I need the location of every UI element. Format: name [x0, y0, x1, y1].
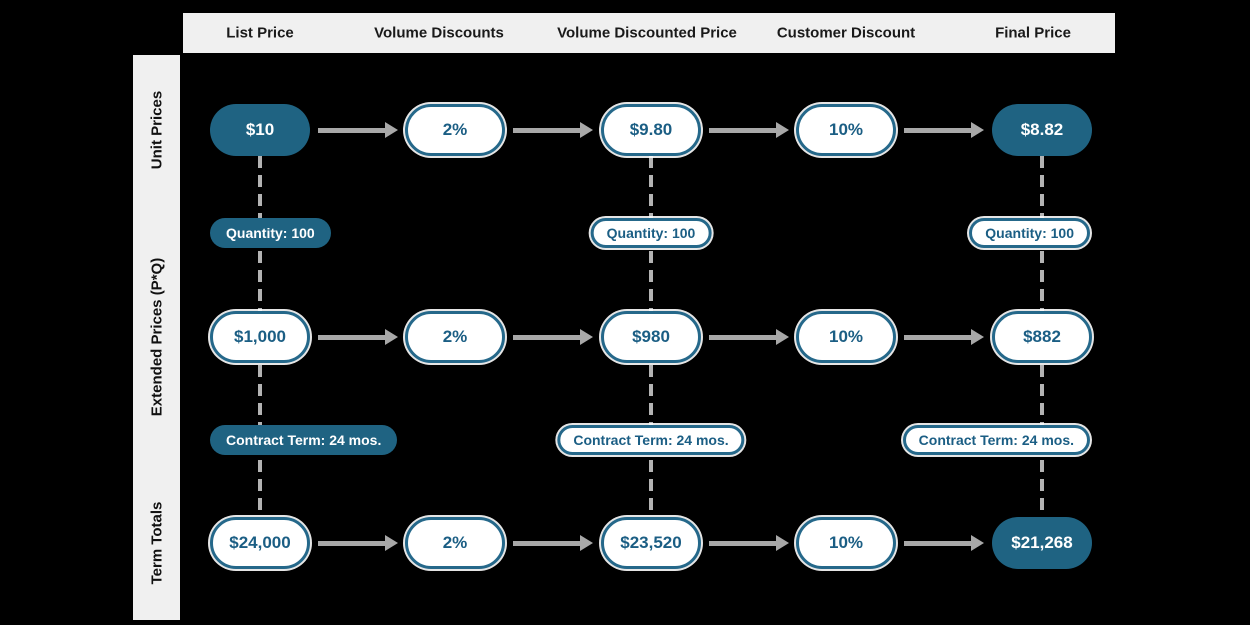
flow-arrow: [709, 121, 789, 139]
arrow-head-icon: [580, 535, 593, 551]
node-extended-volume-discounted-price: $980: [601, 311, 701, 363]
column-header-final-price: Final Price: [995, 24, 1071, 42]
node-term-customer-discount: 10%: [796, 517, 896, 569]
node-unit-volume-discounted-price: $9.80: [601, 104, 701, 156]
arrow-head-icon: [971, 329, 984, 345]
arrow-line: [513, 127, 580, 133]
arrow-line: [318, 334, 385, 340]
column-header-volume-discounts: Volume Discounts: [374, 24, 504, 42]
arrow-head-icon: [971, 535, 984, 551]
arrow-line: [904, 127, 971, 133]
arrow-line: [904, 540, 971, 546]
node-extended-customer-discount: 10%: [796, 311, 896, 363]
flow-arrow: [513, 121, 593, 139]
arrow-line: [513, 540, 580, 546]
node-extended-volume-discount: 2%: [405, 311, 505, 363]
column-header-volume-discounted-price: Volume Discounted Price: [557, 24, 737, 42]
node-unit-final-price: $8.82: [992, 104, 1092, 156]
node-unit-customer-discount: 10%: [796, 104, 896, 156]
node-unit-list-price: $10: [210, 104, 310, 156]
arrow-line: [709, 540, 776, 546]
arrow-head-icon: [971, 122, 984, 138]
node-term-list-price: $24,000: [210, 517, 310, 569]
arrow-line: [904, 334, 971, 340]
row-label-unit-prices: Unit Prices: [148, 90, 165, 170]
arrow-head-icon: [580, 329, 593, 345]
arrow-line: [709, 127, 776, 133]
flow-arrow: [513, 328, 593, 346]
arrow-head-icon: [776, 122, 789, 138]
node-term-volume-discount: 2%: [405, 517, 505, 569]
arrow-head-icon: [580, 122, 593, 138]
row-label-extended-prices: Extended Prices (P*Q): [148, 257, 165, 417]
arrow-line: [318, 540, 385, 546]
arrow-line: [513, 334, 580, 340]
badge-quantity-volume-discounted-price: Quantity: 100: [590, 218, 712, 248]
flow-arrow: [513, 534, 593, 552]
column-header-list-price: List Price: [226, 24, 294, 42]
flow-arrow: [318, 328, 398, 346]
arrow-line: [318, 127, 385, 133]
badge-quantity-final-price: Quantity: 100: [969, 218, 1090, 248]
arrow-head-icon: [385, 122, 398, 138]
flow-arrow: [904, 121, 984, 139]
node-term-final-price: $21,268: [992, 517, 1092, 569]
flow-arrow: [709, 328, 789, 346]
row-label-sidebar: Unit Prices Extended Prices (P*Q) Term T…: [133, 55, 180, 620]
node-extended-list-price: $1,000: [210, 311, 310, 363]
badge-contract-term-final-price: Contract Term: 24 mos.: [902, 425, 1090, 455]
flow-arrow: [318, 534, 398, 552]
arrow-head-icon: [776, 329, 789, 345]
arrow-line: [709, 334, 776, 340]
node-unit-volume-discount: 2%: [405, 104, 505, 156]
node-extended-final-price: $882: [992, 311, 1092, 363]
column-header-customer-discount: Customer Discount: [776, 24, 916, 42]
node-term-volume-discounted-price: $23,520: [601, 517, 701, 569]
flow-arrow: [904, 534, 984, 552]
flow-arrow: [709, 534, 789, 552]
row-label-term-totals: Term Totals: [148, 501, 165, 585]
badge-contract-term-list-price: Contract Term: 24 mos.: [210, 425, 398, 455]
arrow-head-icon: [776, 535, 789, 551]
arrow-head-icon: [385, 329, 398, 345]
flow-arrow: [318, 121, 398, 139]
flow-arrow: [904, 328, 984, 346]
badge-quantity-list-price: Quantity: 100: [210, 218, 331, 248]
badge-contract-term-volume-discounted-price: Contract Term: 24 mos.: [557, 425, 745, 455]
column-header-bar: List Price Volume Discounts Volume Disco…: [183, 13, 1115, 53]
arrow-head-icon: [385, 535, 398, 551]
